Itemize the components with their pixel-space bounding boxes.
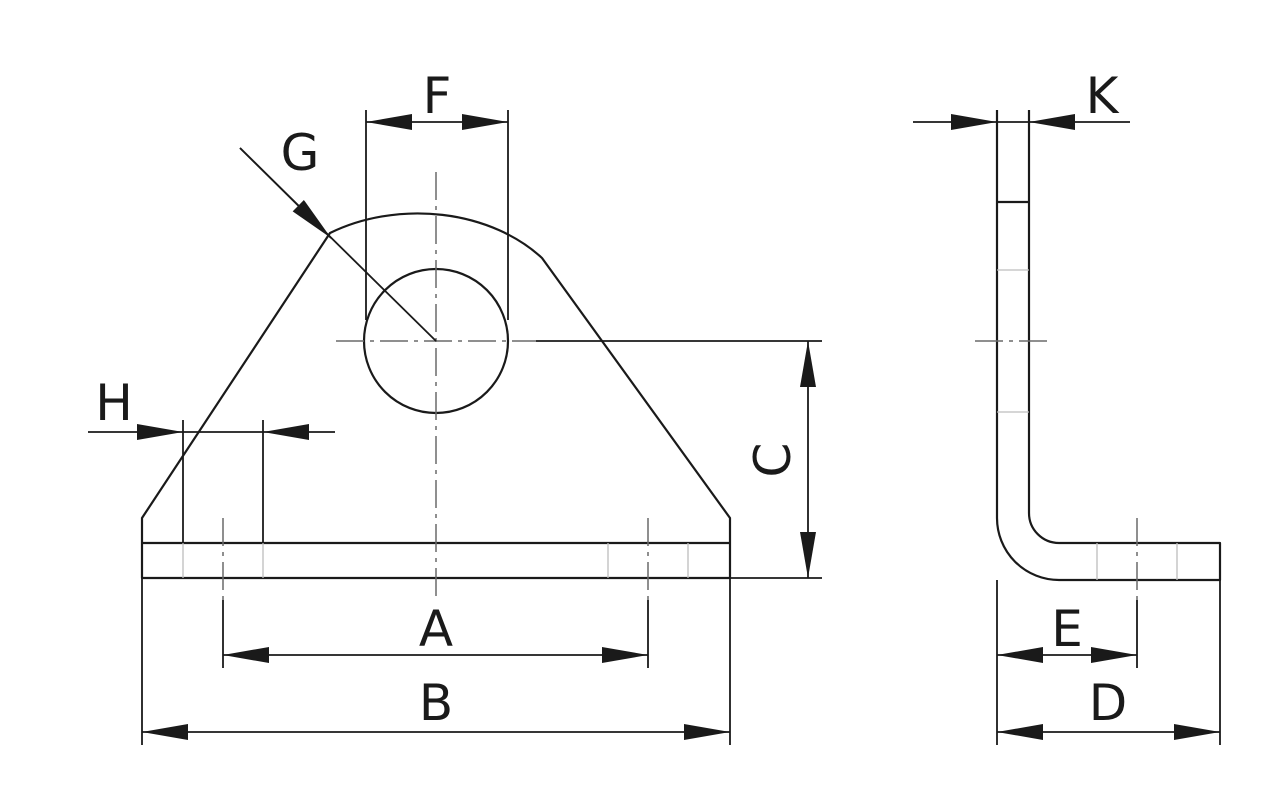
front-view	[140, 172, 732, 600]
dimension-c: C	[536, 340, 822, 579]
label-k: K	[1086, 67, 1120, 125]
dimension-a: A	[222, 600, 649, 668]
label-g: G	[281, 124, 320, 182]
label-a: A	[419, 600, 453, 658]
dimension-b: B	[141, 578, 731, 745]
dimension-h: H	[88, 374, 335, 543]
label-b: B	[419, 674, 453, 732]
label-e: E	[1051, 600, 1083, 658]
dimension-f: F	[365, 67, 509, 320]
side-view	[975, 110, 1222, 600]
dimension-g: G	[239, 124, 437, 342]
dimension-k: K	[913, 67, 1130, 130]
label-c: C	[744, 443, 802, 478]
side-outline	[995, 110, 1222, 582]
label-d: D	[1089, 674, 1128, 732]
dimension-d: D	[997, 580, 1221, 745]
dimension-e: E	[996, 580, 1138, 745]
front-outline	[140, 212, 732, 580]
label-h: H	[95, 374, 133, 432]
label-f: F	[423, 67, 452, 125]
